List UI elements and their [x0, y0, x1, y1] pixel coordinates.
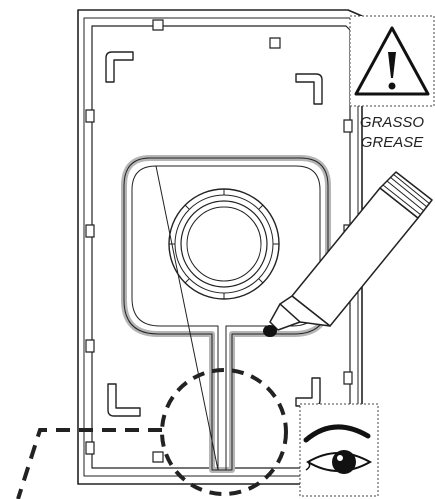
grease-label-it: GRASSO — [360, 114, 425, 131]
warning-box — [349, 15, 435, 107]
leader-line — [16, 428, 162, 499]
grease-drop — [263, 325, 277, 337]
grease-tube-icon — [269, 171, 433, 331]
detail-zoom-circle — [160, 368, 288, 496]
edge-clips-top — [152, 19, 281, 463]
warning-triangle-icon — [354, 26, 430, 96]
inspect-box — [299, 403, 379, 497]
edge-clips-left — [85, 109, 95, 455]
eye-icon — [303, 424, 373, 474]
central-port — [168, 188, 280, 300]
grease-label-en: GREASE — [361, 134, 425, 151]
